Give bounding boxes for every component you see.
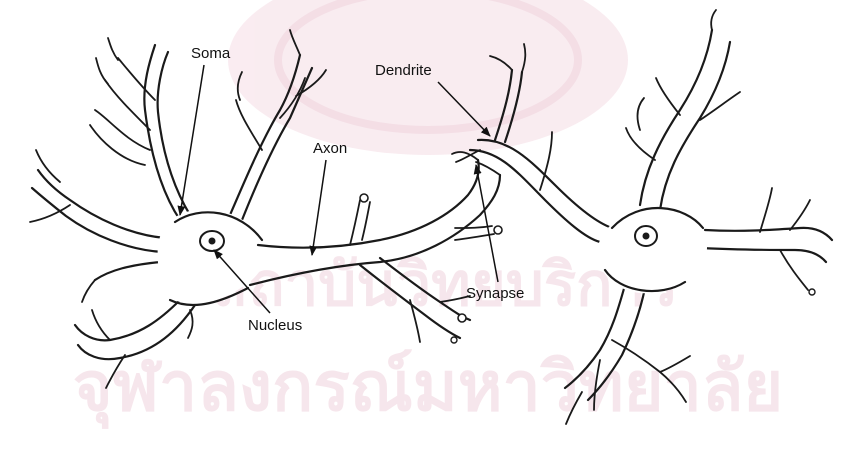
- label-axon: Axon: [312, 140, 347, 255]
- soma-pointer: [180, 65, 204, 215]
- label-dendrite-text: Dendrite: [375, 62, 432, 79]
- label-axon-text: Axon: [313, 140, 347, 157]
- left-nucleus: [200, 231, 224, 251]
- label-soma: Soma: [180, 45, 231, 215]
- label-soma-text: Soma: [191, 45, 231, 62]
- axon-pointer: [312, 160, 326, 255]
- label-synapse-text: Synapse: [466, 285, 524, 302]
- right-nucleus: [635, 226, 657, 246]
- label-nucleus-text: Nucleus: [248, 317, 302, 334]
